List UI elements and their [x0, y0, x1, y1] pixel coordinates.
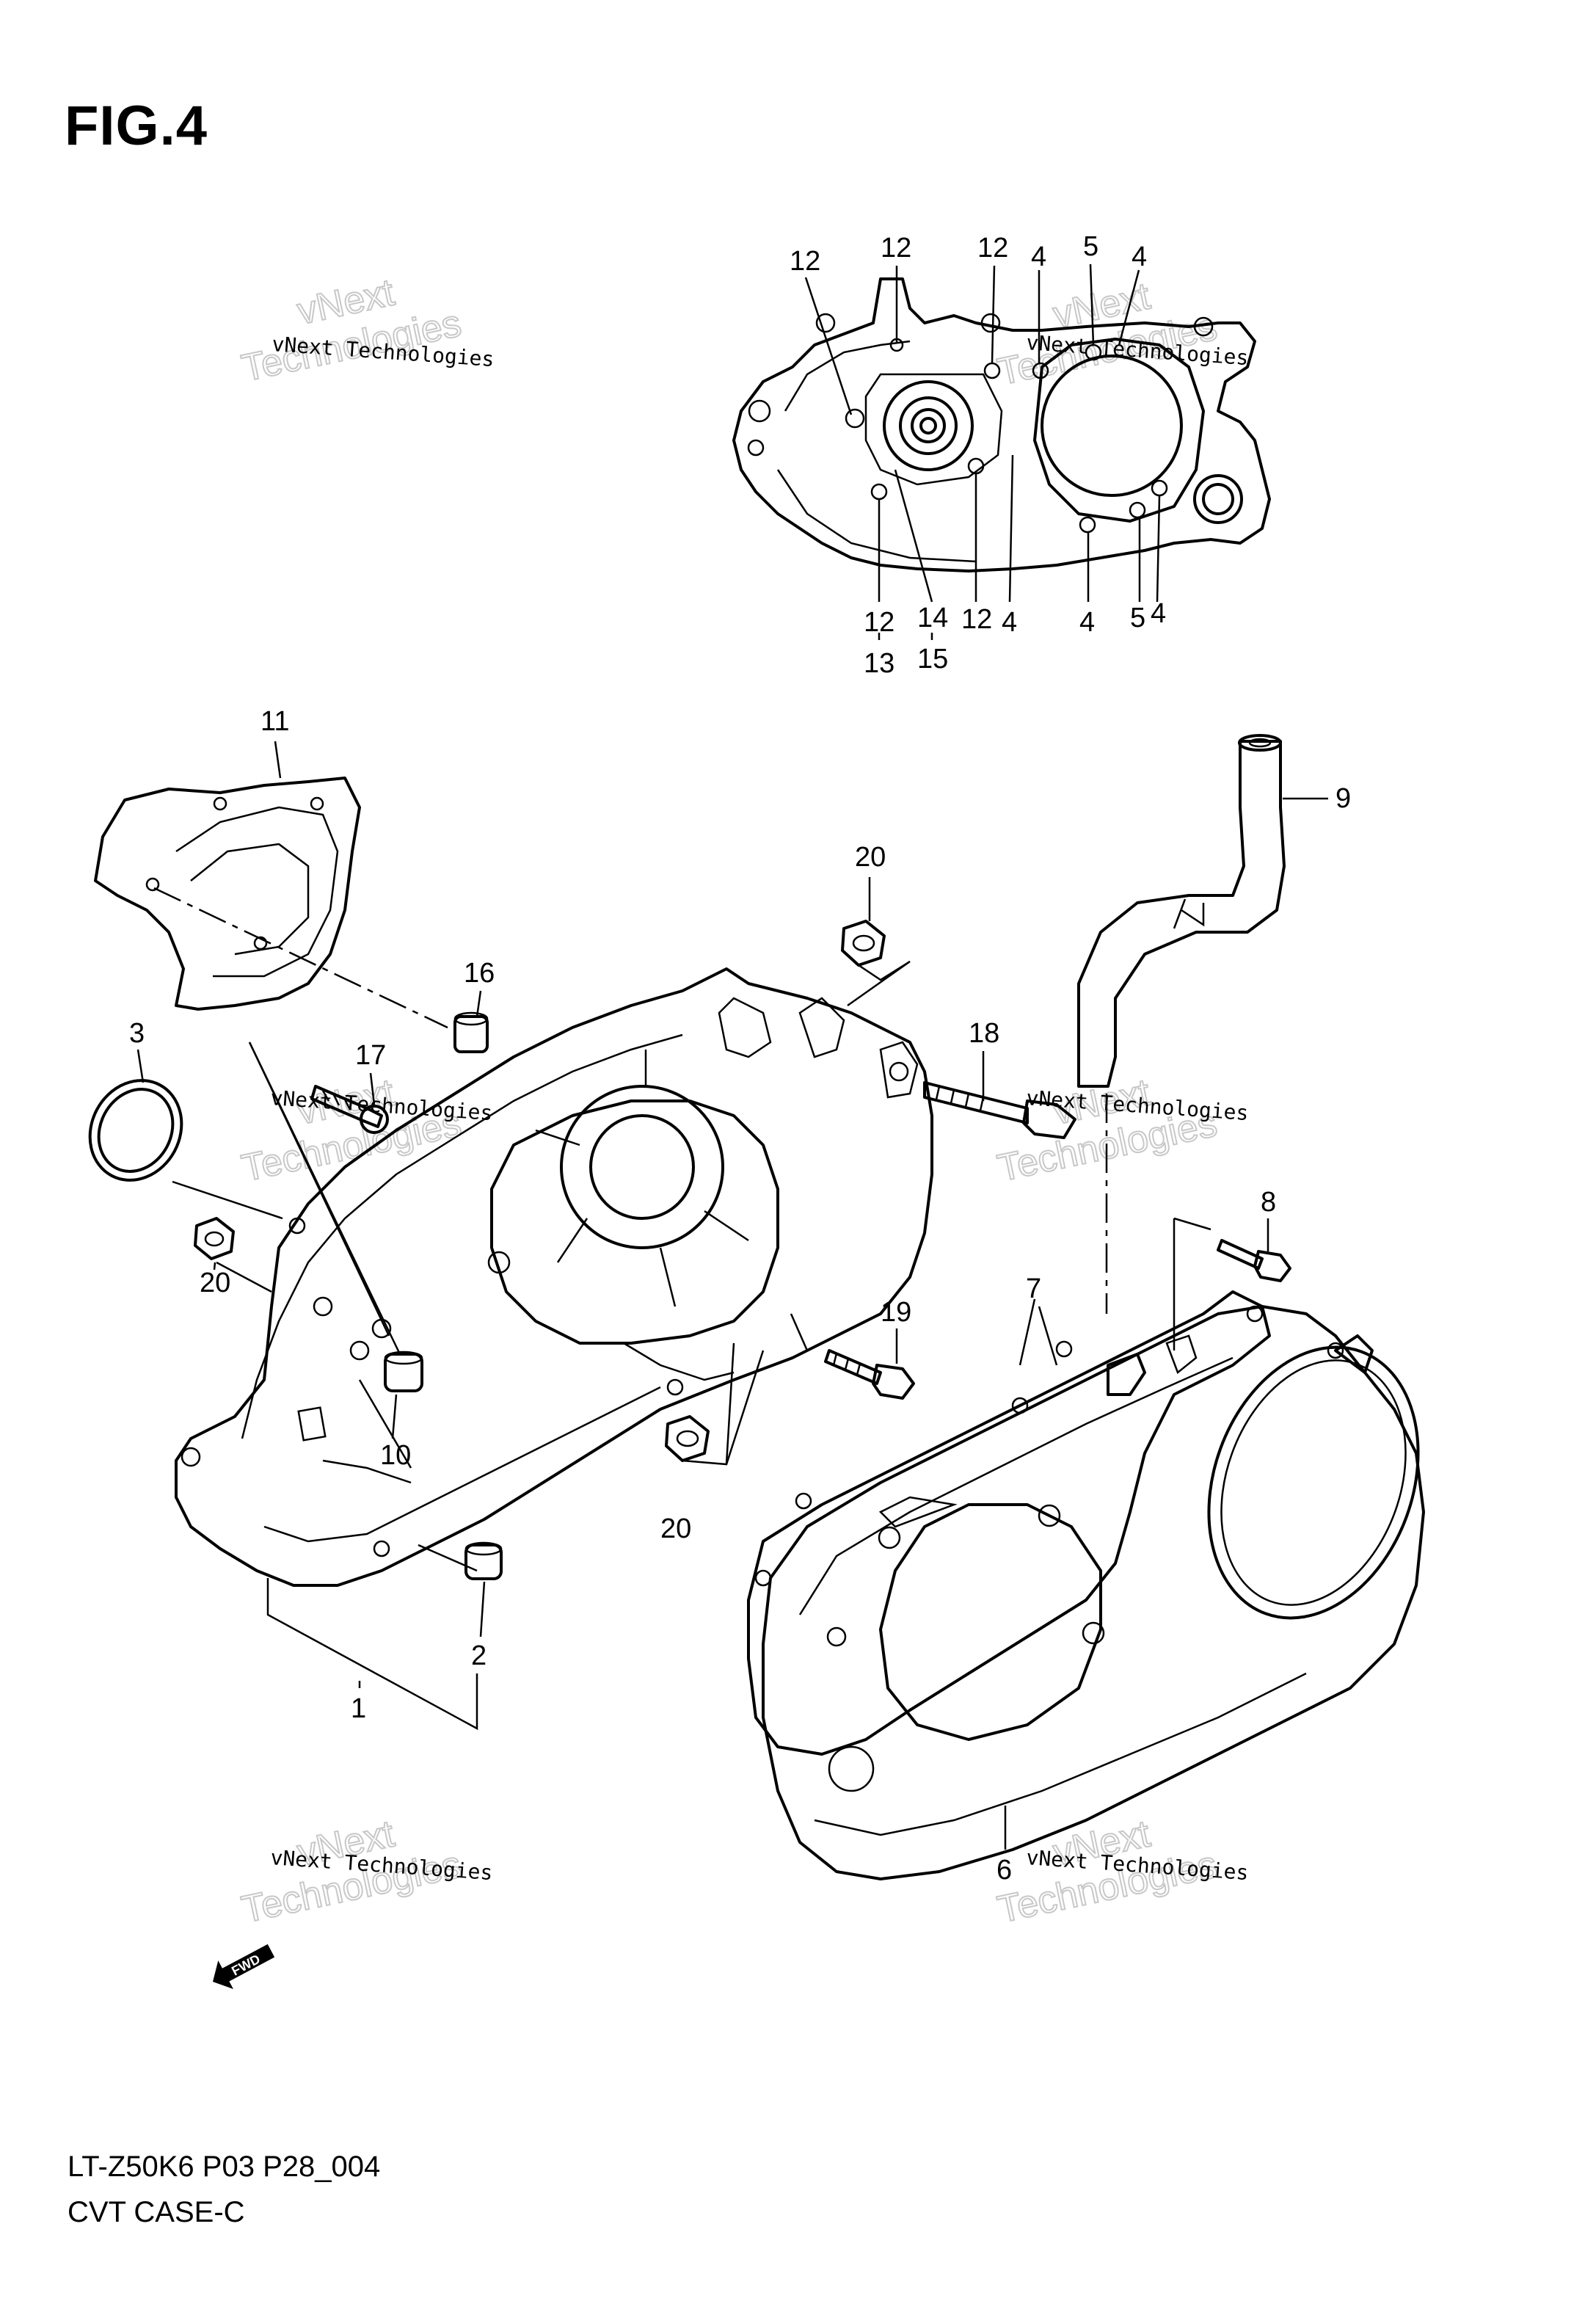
part-8-bolt — [1217, 1239, 1291, 1282]
fwd-label: FWD — [229, 1952, 263, 1979]
callout: 4 — [1151, 598, 1166, 629]
callout: 20 — [660, 1513, 691, 1544]
callout: 12 — [881, 233, 911, 263]
figure-code: LT-Z50K6 P03 P28_004 — [68, 2151, 381, 2183]
callout: 20 — [200, 1268, 230, 1298]
callout: 12 — [961, 604, 992, 635]
part-20-nut-left — [194, 1217, 235, 1260]
callout: 8 — [1261, 1187, 1276, 1218]
callout: 1 — [351, 1693, 366, 1724]
callout: 6 — [996, 1855, 1012, 1886]
part-16-dowel — [453, 1011, 489, 1053]
callout: 4 — [1079, 607, 1095, 638]
callout: 12 — [977, 233, 1008, 263]
callout: 12 — [790, 246, 820, 277]
figure-title: FIG.4 — [65, 95, 208, 157]
part-20-nut-bottom — [665, 1415, 710, 1462]
fwd-arrow-icon: FWD — [213, 1944, 275, 1990]
callout: 12 — [864, 607, 894, 638]
callout: 7 — [1026, 1273, 1041, 1304]
callout: 4 — [1002, 607, 1017, 638]
alignment-line — [153, 887, 448, 1029]
crankcase-inset — [732, 277, 1271, 572]
callout: 13 — [864, 648, 894, 679]
callout: 16 — [464, 958, 495, 989]
part-11-cover — [94, 777, 361, 1011]
watermark-mid-left: vNext Technologies — [238, 1070, 466, 1190]
callout: 11 — [260, 706, 289, 737]
figure-name: CVT CASE-C — [68, 2196, 245, 2228]
callout: 19 — [881, 1297, 911, 1328]
callout: 5 — [1083, 231, 1098, 262]
callout: 3 — [129, 1018, 145, 1049]
part-17-bolt — [310, 1085, 389, 1134]
part-19-bolt — [824, 1349, 915, 1400]
part-20-nut-top — [841, 920, 886, 967]
callout: 4 — [1132, 241, 1147, 272]
part-9-hose — [1077, 734, 1286, 1088]
part-3-o-ring — [88, 1079, 183, 1182]
callout: 14 — [917, 603, 948, 633]
inset-leaders — [804, 263, 1161, 640]
callout: 4 — [1031, 241, 1046, 272]
part-7-gasket — [747, 1290, 1271, 1756]
part-6-outer-cover — [754, 1305, 1425, 1880]
callout: 5 — [1130, 603, 1145, 633]
part-18-bolt — [923, 1081, 1076, 1139]
callout: 2 — [471, 1640, 487, 1671]
callout: 18 — [969, 1018, 999, 1049]
main-leaders — [136, 741, 1328, 1850]
watermark-top-left: vNext Technologies — [238, 270, 466, 390]
watermark-top-right: vNext Technologies — [994, 274, 1222, 394]
callout-labels: 12 12 12 4 5 4 12 13 14 15 12 4 4 5 4 11… — [129, 231, 1351, 1886]
callout: 9 — [1336, 783, 1351, 814]
part-2-dowel — [464, 1541, 503, 1580]
callout: 17 — [355, 1040, 386, 1071]
callout: 20 — [855, 842, 886, 873]
callout: 10 — [380, 1440, 411, 1471]
watermark-mid-right: vNext Technologies — [994, 1070, 1222, 1190]
part-1-cvt-case — [175, 967, 933, 1587]
callout: 15 — [917, 644, 948, 675]
part-10-dowel — [384, 1351, 423, 1392]
